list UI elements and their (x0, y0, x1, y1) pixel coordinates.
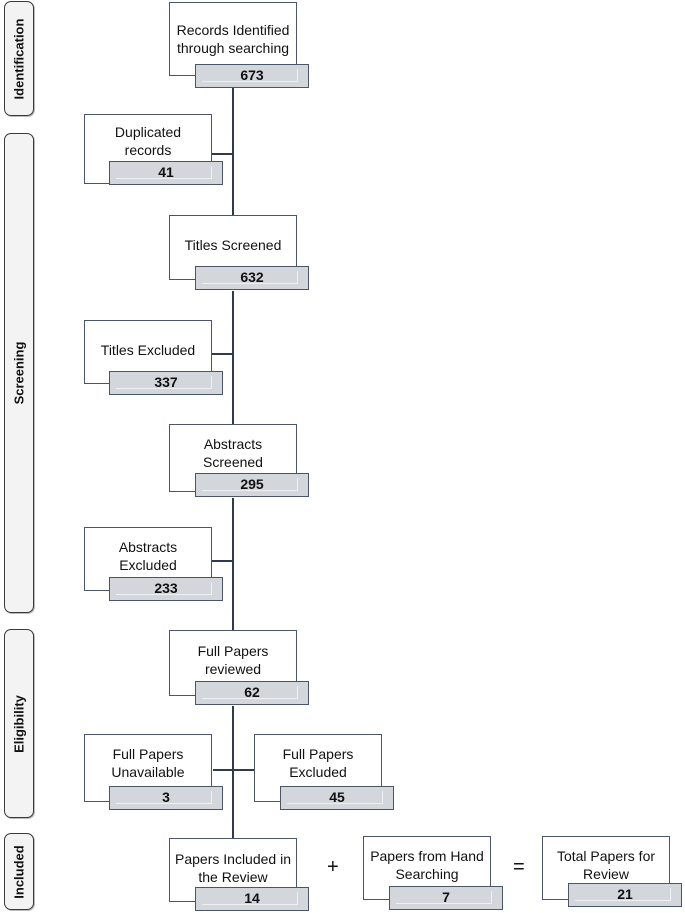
hand-searching-count: 7 (389, 886, 503, 910)
main-flow-line-4 (232, 706, 234, 839)
titles-screened-label: Titles Screened (184, 237, 282, 253)
full-papers-reviewed-label: Full Papers reviewed (197, 643, 269, 677)
total-papers-count: 21 (568, 883, 682, 907)
branch-line-full-papers (213, 769, 255, 771)
main-flow-line-2 (232, 291, 234, 425)
equals-operator: = (513, 856, 525, 878)
phase-included-label: Included (11, 844, 27, 899)
plus-operator: + (327, 856, 339, 878)
total-papers-label: Total Papers for Review (556, 848, 656, 882)
abstracts-screened-count: 295 (195, 473, 309, 497)
full-papers-excluded-count: 45 (280, 786, 394, 810)
phase-identification: Identification (4, 1, 34, 116)
phase-identification-label: Identification (11, 18, 27, 99)
duplicated-records-label: Duplicated records (114, 124, 182, 158)
papers-included-label: Papers Included in the Review (175, 851, 291, 885)
full-papers-unavailable-label: Full Papers Unavailable (111, 746, 185, 780)
duplicated-records-box: Duplicated records (84, 114, 212, 184)
abstracts-excluded-label: Abstracts Excluded (118, 539, 178, 573)
phase-included: Included (4, 833, 34, 910)
main-flow-line-1 (232, 88, 234, 216)
phase-eligibility: Eligibility (4, 629, 34, 818)
phase-eligibility-label: Eligibility (11, 694, 27, 753)
hand-searching-label: Papers from Hand Searching (370, 848, 484, 882)
titles-excluded-label: Titles Excluded (100, 342, 196, 358)
records-identified-label: Records Identified through searching (176, 22, 290, 56)
branch-line-abstracts-excluded (211, 560, 233, 562)
full-papers-reviewed-count: 62 (195, 681, 309, 705)
phase-screening-label: Screening (11, 341, 27, 405)
branch-line-duplicated (211, 153, 233, 155)
titles-screened-count: 632 (195, 266, 309, 290)
records-identified-count: 673 (195, 64, 309, 88)
full-papers-excluded-label: Full Papers Excluded (282, 746, 354, 780)
abstracts-excluded-count: 233 (109, 577, 223, 601)
phase-screening: Screening (4, 133, 34, 613)
branch-line-titles-excluded (211, 353, 233, 355)
duplicated-records-count: 41 (109, 161, 223, 185)
full-papers-unavailable-count: 3 (109, 786, 223, 810)
abstracts-screened-label: Abstracts Screened (203, 436, 263, 470)
records-identified-box: Records Identified through searching (169, 2, 297, 76)
main-flow-line-3 (232, 498, 234, 631)
papers-included-count: 14 (195, 887, 309, 911)
titles-excluded-count: 337 (109, 371, 223, 395)
